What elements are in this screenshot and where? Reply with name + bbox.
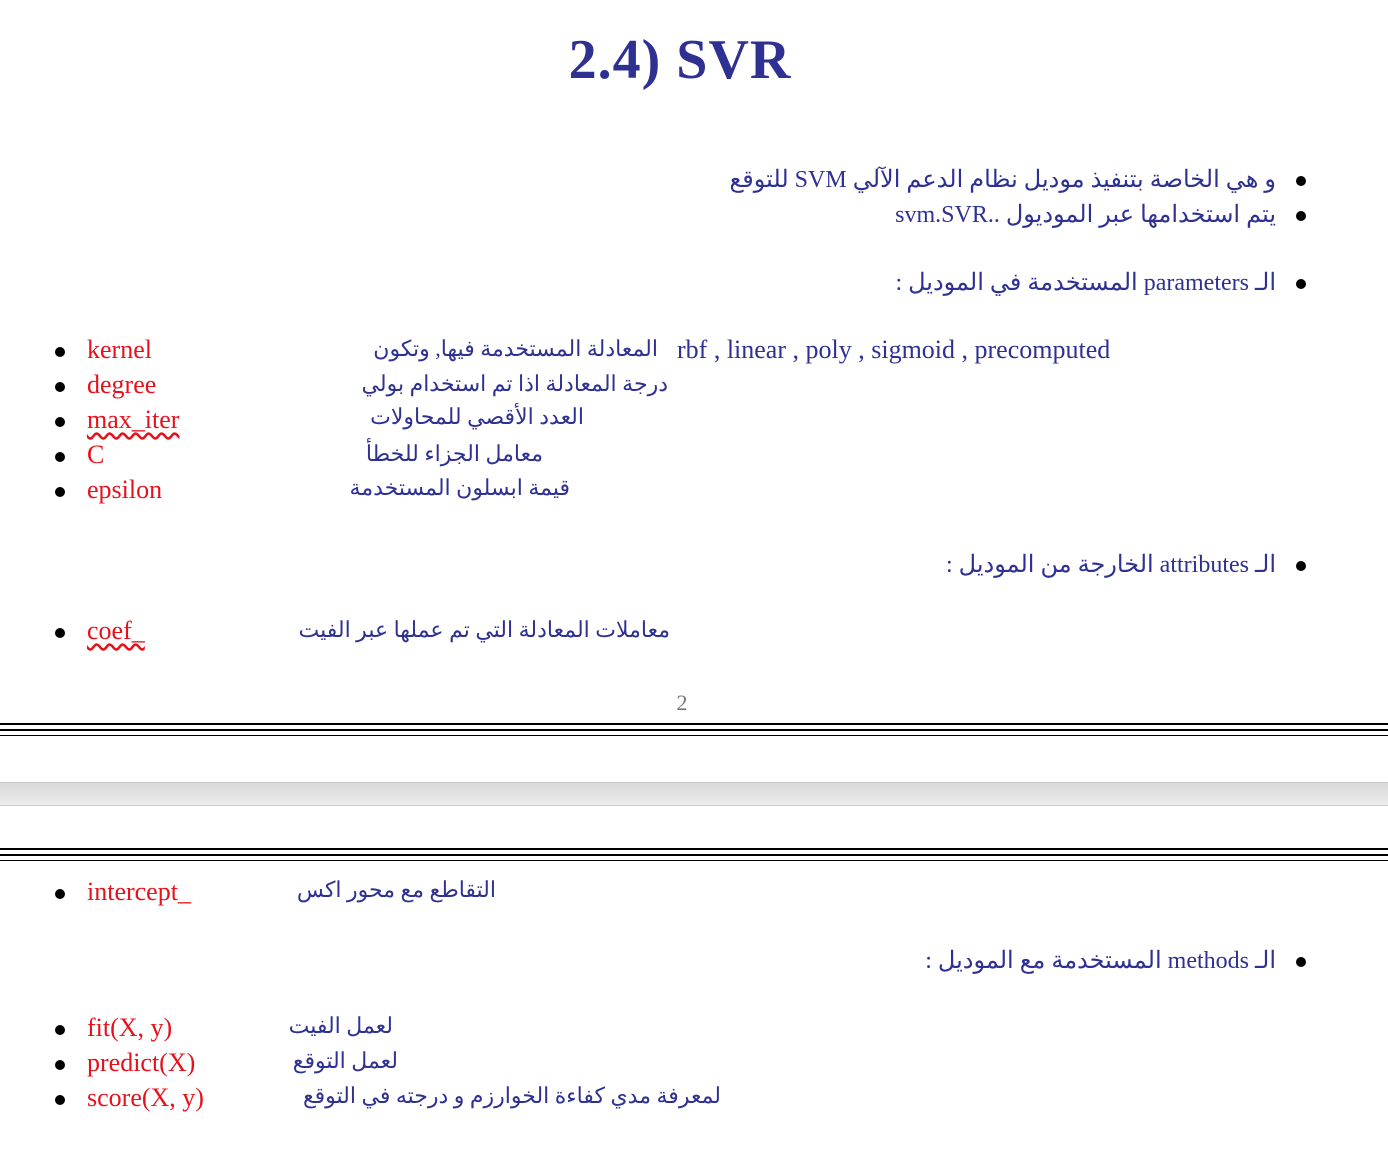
page-bottom-rule [0,735,1388,736]
param-c: C [87,440,105,469]
param-degree: degree [87,370,157,399]
bullet-icon [55,889,65,899]
attr-coef-desc: معاملات المعادلة التي تم عملها عبر الفيت [298,617,671,642]
bullet-icon [55,452,65,462]
bullet-icon [55,628,65,638]
param-c-desc: معامل الجزاء للخطأ [365,441,543,466]
param-max-iter: max_iter [87,405,180,434]
intro-line-2: يتم استخدامها عبر الموديول ..svm.SVR [895,202,1276,228]
bullet-icon [55,417,65,427]
bullet-icon [1296,561,1306,571]
bullet-icon [1296,279,1306,289]
param-epsilon-desc: قيمة ابسلون المستخدمة [349,475,570,500]
bullet-icon [55,487,65,497]
bullet-icon [55,382,65,392]
method-predict: predict(X) [87,1048,196,1077]
attr-intercept-desc: التقاطع مع محور اكس [296,877,496,902]
bullet-icon [55,347,65,357]
param-kernel-desc: المعادلة المستخدمة فيها, وتكون [373,336,658,361]
bullet-icon [55,1060,65,1070]
page-bottom-rule [0,729,1388,731]
param-kernel: kernel [87,335,152,364]
page-top-rule [0,860,1388,861]
intro-line-1: و هي الخاصة بتنفيذ موديل نظام الدعم الآل… [729,167,1277,193]
page-gap [0,782,1388,806]
page-top-rule [0,848,1388,850]
attr-intercept: intercept_ [87,877,191,906]
param-epsilon: epsilon [87,475,163,504]
bullet-icon [1296,957,1306,967]
method-predict-desc: لعمل التوقع [292,1048,398,1073]
bullet-icon [55,1095,65,1105]
bullet-icon [1296,176,1306,186]
methods-header: الـ methods المستخدمة مع الموديل : [925,948,1276,974]
param-kernel-options: rbf , linear , poly , sigmoid , precompu… [677,335,1111,364]
page-title: 2.4) SVR [568,29,792,91]
method-fit-desc: لعمل الفيت [288,1013,393,1038]
parameters-header: الـ parameters المستخدمة في الموديل : [895,270,1276,296]
page-top-rule [0,854,1388,856]
page-bottom-rule [0,723,1388,725]
method-score-desc: لمعرفة مدي كفاءة الخوارزم و درجته في الت… [302,1083,721,1108]
param-max-iter-desc: العدد الأقصي للمحاولات [370,404,584,429]
bullet-icon [55,1025,65,1035]
method-fit: fit(X, y) [87,1013,173,1042]
bullet-icon [1296,211,1306,221]
attr-coef: coef_ [87,616,145,645]
attributes-header: الـ attributes الخارجة من الموديل : [946,552,1276,578]
page-number: 2 [676,690,688,715]
method-score: score(X, y) [87,1083,204,1112]
param-degree-desc: درجة المعادلة اذا تم استخدام بولي [361,371,668,396]
